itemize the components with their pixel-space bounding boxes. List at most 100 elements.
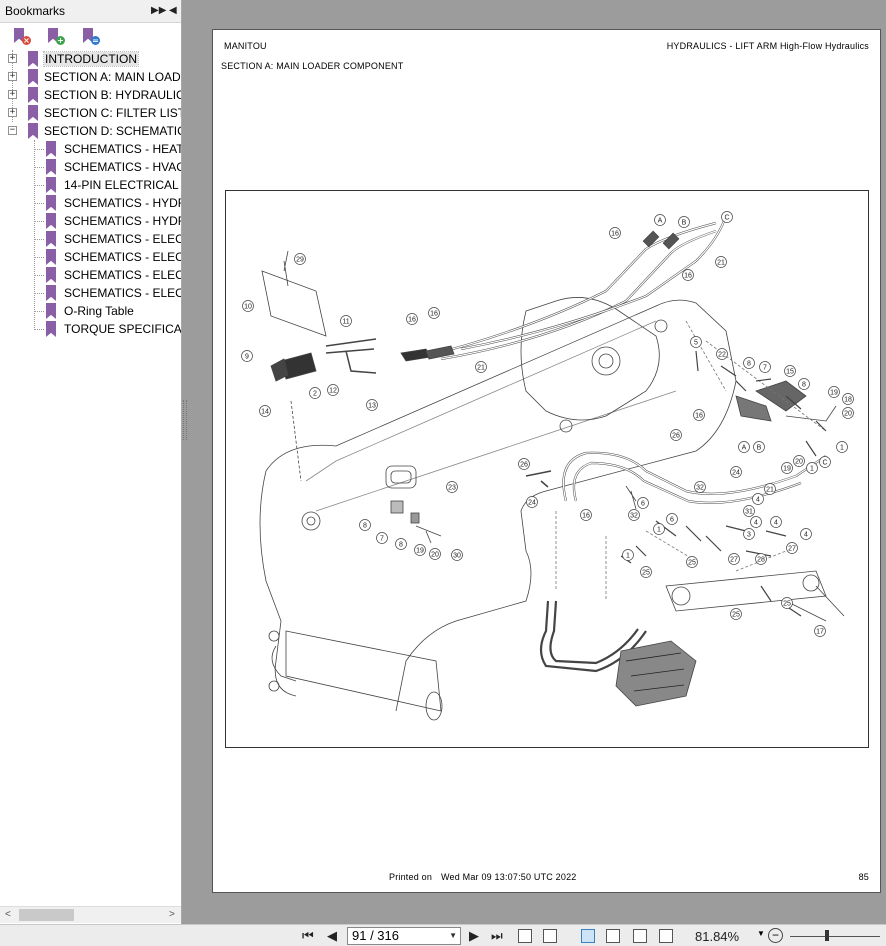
collapse-panel-icon[interactable]: ▶▶: [151, 5, 167, 16]
bookmark-item-schematics-elect-4[interactable]: SCHEMATICS - ELECT: [0, 284, 181, 302]
header-left: MANITOU: [224, 41, 267, 51]
bookmark-item-schematics-heat[interactable]: SCHEMATICS - HEAT: [0, 140, 181, 158]
svg-text:20: 20: [844, 411, 852, 418]
bookmark-item-schematics-elect-3[interactable]: SCHEMATICS - ELECT: [0, 266, 181, 284]
delete-bookmark-icon[interactable]: ×: [14, 28, 31, 45]
svg-text:28: 28: [757, 557, 765, 564]
svg-text:25: 25: [688, 560, 696, 567]
page-number: 85: [858, 872, 869, 882]
first-page-icon[interactable]: ⏮: [302, 928, 314, 943]
scroll-left-icon[interactable]: <: [5, 909, 11, 920]
svg-text:11: 11: [342, 319, 349, 326]
callout-label: 1: [806, 462, 818, 474]
callout-label: 27: [786, 542, 798, 554]
svg-text:19: 19: [830, 390, 838, 397]
scroll-right-icon[interactable]: >: [169, 909, 175, 920]
expand-icon[interactable]: +: [8, 53, 17, 63]
printed-date: Wed Mar 09 13:07:50 UTC 2022: [441, 872, 577, 882]
page-number-input[interactable]: 91 / 316 ▼: [347, 927, 461, 945]
callout-label: 29: [294, 253, 306, 265]
svg-text:14: 14: [261, 409, 269, 416]
callout-label: 4: [800, 528, 812, 540]
callout-label: 8: [798, 378, 810, 390]
callout-label: 22: [716, 348, 728, 360]
callout-label: 4: [750, 516, 762, 528]
callout-label: 16: [428, 307, 440, 319]
bookmark-icon: [28, 123, 38, 139]
svg-text:7: 7: [380, 536, 384, 543]
page-number-value: 91 / 316: [352, 928, 399, 943]
svg-text:26: 26: [672, 433, 680, 440]
collapse-icon[interactable]: −: [8, 125, 17, 135]
bookmark-item-schematics-hvac[interactable]: SCHEMATICS - HVAC: [0, 158, 181, 176]
svg-text:16: 16: [611, 231, 619, 238]
bookmarks-horizontal-scrollbar[interactable]: < >: [0, 906, 181, 923]
callout-label: C: [819, 456, 831, 468]
bookmark-label: SCHEMATICS - ELECT: [64, 232, 181, 246]
bookmark-item-torque-specifications[interactable]: TORQUE SPECIFICAT: [0, 320, 181, 338]
svg-text:3: 3: [747, 532, 751, 539]
zoom-level[interactable]: 81.84%: [695, 929, 740, 944]
bookmark-label: SCHEMATICS - ELECT: [64, 286, 181, 300]
expand-icon[interactable]: +: [8, 89, 17, 99]
hide-panel-icon[interactable]: ◀: [169, 5, 177, 16]
svg-text:18: 18: [844, 397, 852, 404]
bookmark-label: SECTION A: MAIN LOAD: [44, 70, 181, 84]
previous-page-icon[interactable]: ◀: [327, 928, 337, 943]
single-page-view-icon[interactable]: [581, 929, 595, 943]
bookmarks-title: Bookmarks: [5, 4, 66, 18]
callout-label: 21: [475, 361, 487, 373]
continuous-view-icon[interactable]: [606, 929, 620, 943]
bookmark-label: SCHEMATICS - HVAC: [64, 160, 181, 174]
svg-text:16: 16: [430, 311, 438, 318]
bookmarks-panel: Bookmarks ▶▶ ◀ × + = + INTRODUCTION + SE…: [0, 0, 182, 924]
chevron-down-icon[interactable]: ▼: [449, 931, 457, 940]
bookmark-options-icon[interactable]: =: [83, 28, 100, 45]
zoom-dropdown-icon[interactable]: ▼: [757, 929, 765, 938]
callout-label: A: [654, 214, 666, 226]
callout-label: 3: [743, 528, 755, 540]
bookmark-label: INTRODUCTION: [43, 51, 139, 67]
svg-text:12: 12: [329, 388, 337, 395]
zoom-slider-track[interactable]: [790, 936, 880, 937]
bookmark-item-section-b[interactable]: + SECTION B: HYDRAULIC: [0, 86, 181, 104]
section-title: SECTION A: MAIN LOADER COMPONENT: [221, 61, 404, 71]
panel-splitter-handle[interactable]: [183, 400, 187, 440]
bookmark-item-section-d[interactable]: − SECTION D: SCHEMATIC: [0, 122, 181, 140]
next-page-icon[interactable]: ▶: [469, 928, 479, 943]
callout-label: 21: [764, 483, 776, 495]
callout-label: 20: [842, 407, 854, 419]
svg-text:A: A: [742, 445, 747, 452]
zoom-slider-thumb[interactable]: [825, 930, 829, 941]
bookmark-item-schematics-hydr-2[interactable]: SCHEMATICS - HYDR: [0, 212, 181, 230]
callout-label: 25: [781, 597, 793, 609]
fit-page-icon[interactable]: [543, 929, 557, 943]
bookmark-item-introduction[interactable]: + INTRODUCTION: [0, 50, 181, 68]
callout-label: 16: [580, 509, 592, 521]
bookmark-item-schematics-elect-2[interactable]: SCHEMATICS - ELECT: [0, 248, 181, 266]
bookmark-icon: [46, 303, 56, 319]
continuous-facing-view-icon[interactable]: [659, 929, 673, 943]
last-page-icon[interactable]: ⏭: [491, 928, 503, 943]
zoom-out-icon[interactable]: −: [768, 928, 783, 943]
svg-text:17: 17: [816, 629, 824, 636]
bookmark-item-section-a[interactable]: + SECTION A: MAIN LOAD: [0, 68, 181, 86]
expand-icon[interactable]: +: [8, 107, 17, 117]
bookmark-item-o-ring-table[interactable]: O-Ring Table: [0, 302, 181, 320]
add-bookmark-icon[interactable]: +: [48, 28, 65, 45]
bookmark-icon: [28, 87, 38, 103]
bookmark-item-section-c[interactable]: + SECTION C: FILTER LIST: [0, 104, 181, 122]
bookmark-icon: [28, 51, 38, 67]
rotate-icon[interactable]: [518, 929, 532, 943]
facing-view-icon[interactable]: [633, 929, 647, 943]
bookmark-item-14-pin-electrical[interactable]: 14-PIN ELECTRICAL A: [0, 176, 181, 194]
callout-label: 19: [414, 544, 426, 556]
expand-icon[interactable]: +: [8, 71, 17, 81]
bookmark-item-schematics-elect-1[interactable]: SCHEMATICS - ELECT: [0, 230, 181, 248]
bookmark-label: TORQUE SPECIFICAT: [64, 322, 181, 336]
scrollbar-thumb[interactable]: [19, 909, 74, 921]
bookmark-label: 14-PIN ELECTRICAL A: [64, 178, 181, 192]
callout-label: 16: [406, 313, 418, 325]
bookmark-item-schematics-hydr-1[interactable]: SCHEMATICS - HYDR: [0, 194, 181, 212]
